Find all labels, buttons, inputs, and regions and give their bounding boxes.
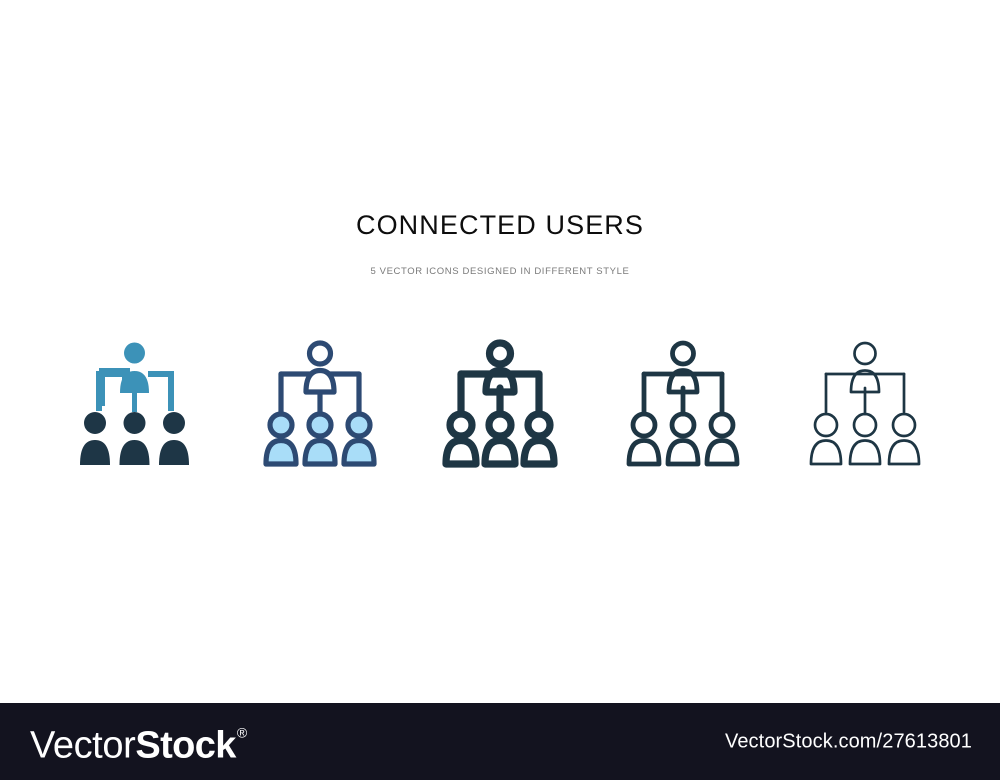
- footer-watermark-bar: VectorStock® VectorStock.com/27613801: [0, 703, 1000, 780]
- vectorstock-logo[interactable]: VectorStock®: [30, 718, 248, 766]
- page-title: CONNECTED USERS: [355, 210, 645, 240]
- icon-variant-two-tone-filled[interactable]: [65, 330, 205, 470]
- icon-variant-filled-outline-blue[interactable]: [250, 330, 390, 470]
- page-subtitle: 5 VECTOR ICONS DESIGNED IN DIFFERENT STY…: [370, 266, 630, 277]
- icon-variant-thin-outline[interactable]: [795, 330, 935, 470]
- icon-variant-row: [0, 330, 1000, 470]
- logo-text-vector: Vector: [30, 723, 136, 766]
- footer-url[interactable]: VectorStock.com/27613801: [725, 730, 972, 752]
- artboard: CONNECTED USERS 5 VECTOR ICONS DESIGNED …: [0, 210, 1000, 470]
- registered-trademark-icon: ®: [236, 724, 248, 741]
- connected-users-icon-filled-outline: [263, 340, 377, 467]
- connected-users-icon-regular-outline: [626, 340, 740, 467]
- heading-block: CONNECTED USERS 5 VECTOR ICONS DESIGNED …: [0, 210, 1000, 278]
- icon-variant-bold-outline[interactable]: [430, 330, 570, 470]
- connected-users-icon-bold-outline: [442, 339, 558, 468]
- logo-text-stock: Stock: [135, 723, 236, 766]
- connected-users-icon-thin-outline: [809, 341, 921, 466]
- connected-users-icon-filled: [80, 342, 189, 465]
- icon-variant-regular-outline[interactable]: [613, 330, 753, 470]
